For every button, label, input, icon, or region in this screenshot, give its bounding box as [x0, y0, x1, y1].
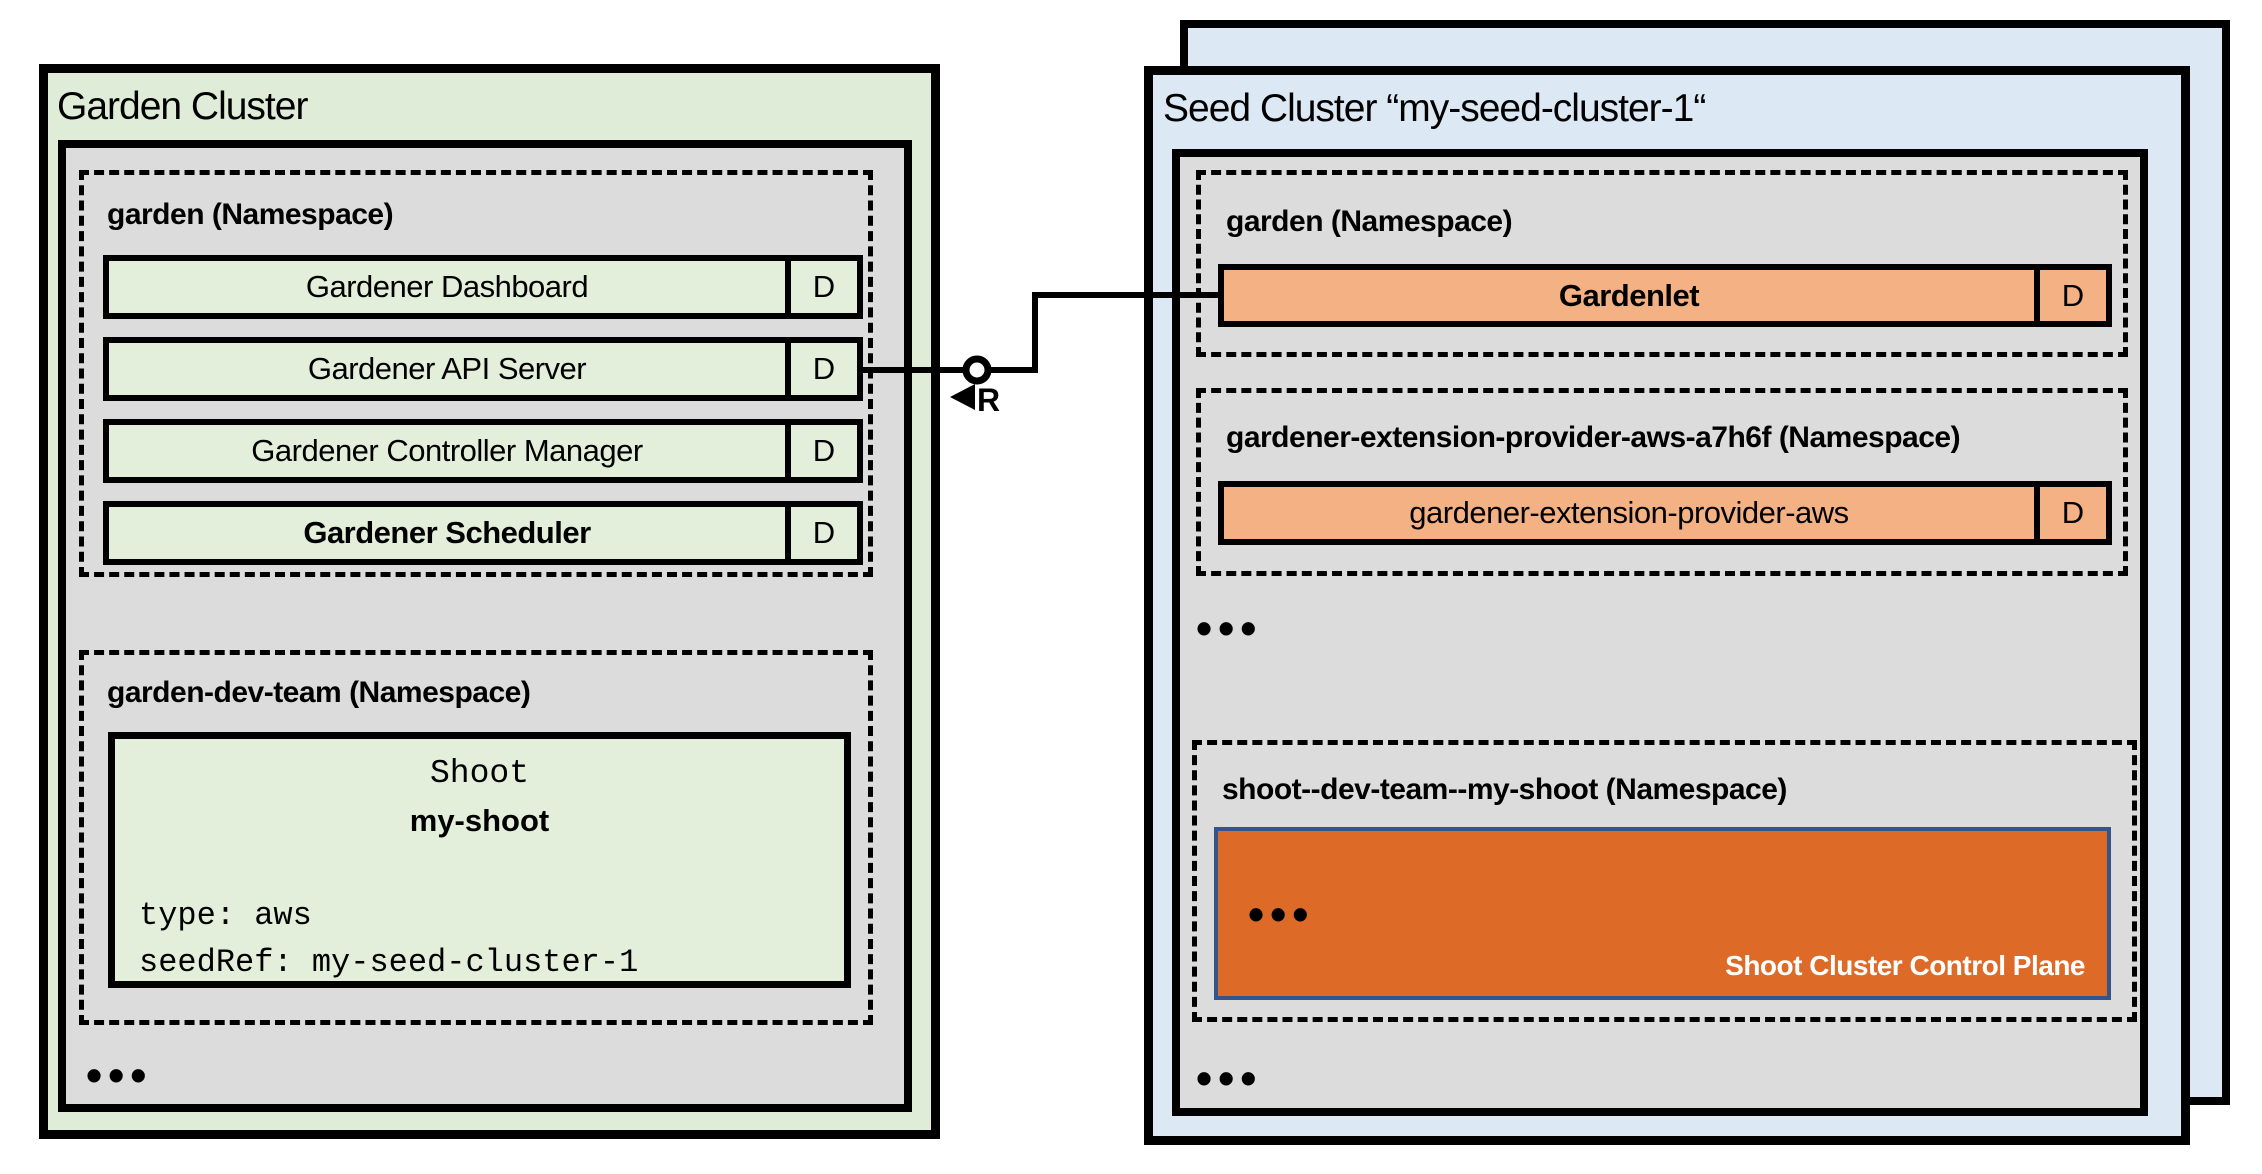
deployment-badge-d: D [785, 343, 857, 395]
garden-more-namespaces-indicator: ••• [86, 1049, 153, 1101]
seed-cluster-title: Seed Cluster “my-seed-cluster-1“ [1163, 87, 1706, 130]
deployment-badge-d: D [785, 425, 857, 477]
seed-namespace-extension-label: gardener-extension-provider-aws-a7h6f (N… [1226, 421, 1961, 454]
namespace-garden-label: garden (Namespace) [107, 198, 394, 231]
deployment-label: Gardener Scheduler [303, 515, 591, 550]
namespace-garden-box [79, 170, 873, 577]
shoot-resource-box: Shoot my-shoot type: aws seedRef: my-see… [108, 732, 851, 988]
seed-more-namespaces-indicator: ••• [1196, 602, 1263, 654]
deployment-extension-provider-aws: gardener-extension-provider-aws D [1218, 481, 2112, 545]
deployment-gardenlet: Gardenlet D [1218, 264, 2112, 327]
deployment-label: Gardener Dashboard [305, 269, 589, 304]
connector-label-r: R [977, 382, 1000, 418]
seed-namespace-garden-label: garden (Namespace) [1226, 205, 1513, 238]
seed-namespace-garden-box [1196, 170, 2128, 357]
deployment-gardener-controller-manager: Gardener Controller Manager D [103, 419, 863, 483]
control-plane-more-pods-indicator: ••• [1248, 888, 1315, 940]
shoot-spec-seedref: seedRef: my-seed-cluster-1 [139, 944, 639, 981]
seed-more-namespaces-bottom-indicator: ••• [1196, 1052, 1263, 1104]
lollipop-circle-icon [962, 355, 992, 385]
shoot-namespace-label: shoot--dev-team--my-shoot (Namespace) [1222, 773, 1787, 806]
deployment-badge-d: D [2034, 270, 2106, 321]
deployment-label: Gardener API Server [307, 351, 587, 386]
seed-namespace-extension-box [1196, 388, 2128, 576]
garden-cluster-title: Garden Cluster [57, 85, 308, 128]
deployment-label: Gardener Controller Manager [251, 433, 643, 468]
deployment-label: Gardenlet [1558, 277, 1700, 313]
deployment-badge-d: D [2034, 487, 2106, 539]
shoot-resource-kind: Shoot [429, 755, 530, 792]
control-plane-caption: Shoot Cluster Control Plane [1725, 950, 2085, 981]
arrowhead-left-icon [950, 384, 975, 410]
namespace-dev-team-box [79, 650, 873, 1025]
deployment-gardener-api-server: Gardener API Server D [103, 337, 863, 401]
shoot-namespace-box [1192, 740, 2137, 1022]
deployment-label: gardener-extension-provider-aws [1409, 495, 1849, 530]
namespace-dev-team-label: garden-dev-team (Namespace) [107, 676, 531, 709]
deployment-gardener-dashboard: Gardener Dashboard D [103, 255, 863, 319]
deployment-badge-d: D [785, 507, 857, 559]
shoot-control-plane-box: ••• Shoot Cluster Control Plane [1214, 827, 2111, 1000]
deployment-badge-d: D [785, 261, 857, 313]
shoot-resource-name: my-shoot [409, 803, 550, 838]
shoot-spec-type: type: aws [139, 897, 312, 934]
deployment-gardener-scheduler: Gardener Scheduler D [103, 501, 863, 565]
